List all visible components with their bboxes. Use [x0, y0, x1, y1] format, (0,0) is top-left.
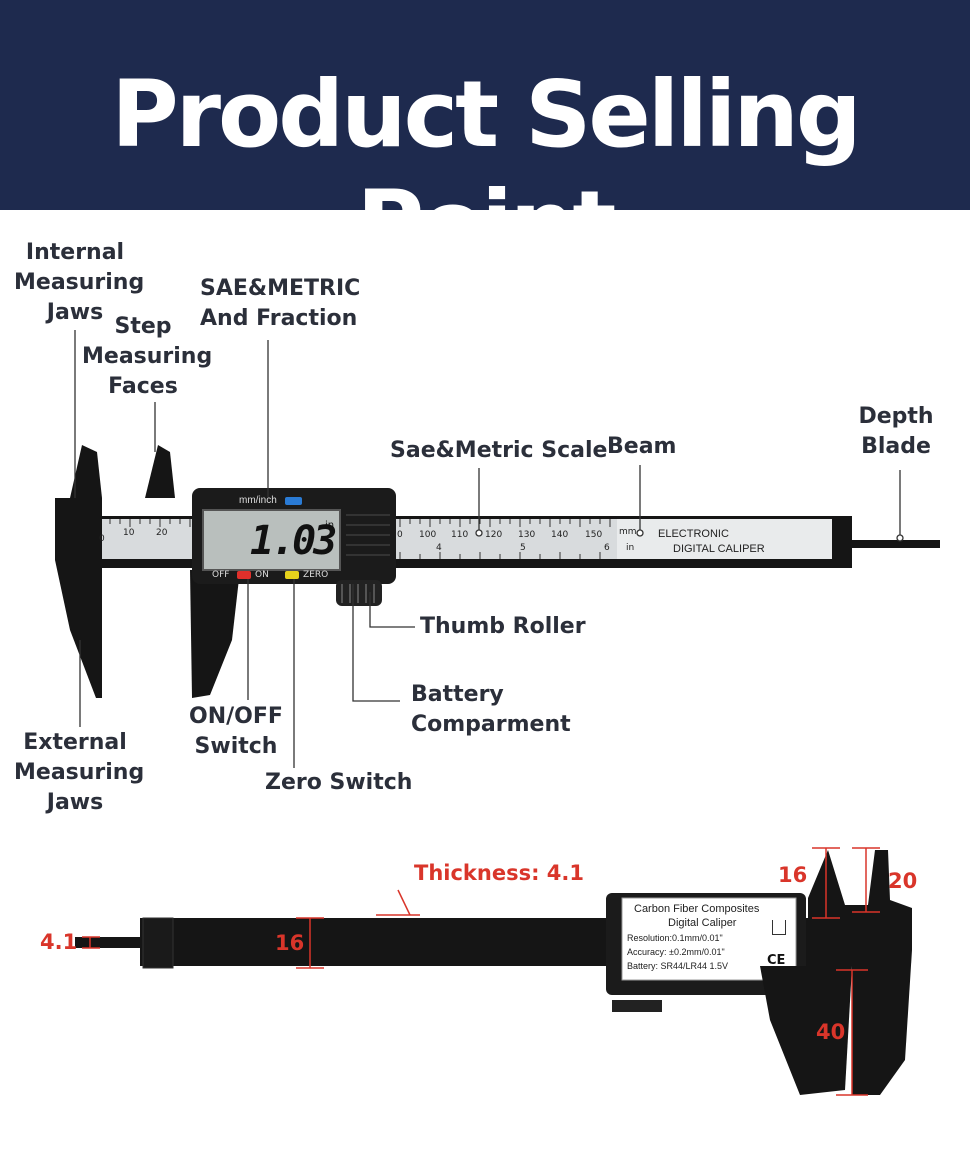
label-external-jaws: External Measuring Jaws [14, 730, 145, 815]
beam-label-plate [617, 519, 832, 559]
mm-label: mm [619, 527, 637, 537]
unit-button[interactable] [285, 497, 302, 505]
internal-jaw-lower-a [808, 850, 852, 925]
scale-number: 10 [123, 528, 135, 538]
label-battery: Battery Comparment [411, 682, 571, 737]
label-internal-jaws: Internal Measuring Jaws [14, 240, 145, 325]
unit-button-label: mm/inch [239, 495, 277, 506]
scale-number: 0 [397, 530, 403, 540]
spec-resolution: Resolution:0.1mm/0.01" [627, 933, 723, 943]
label-sae-metric-fraction: SAE&METRIC And Fraction [200, 276, 361, 331]
weee-icon [772, 920, 786, 935]
depth-blade [845, 540, 940, 548]
inch-mark: 5 [520, 543, 526, 553]
scale-number: 100 [419, 530, 437, 540]
on-label: ON [255, 570, 269, 580]
dimension-thickness: Thickness: 4.1 [414, 861, 584, 885]
dimension-jaw-top-left: 16 [778, 863, 808, 887]
thumb-roller-lower [612, 1000, 662, 1012]
grip-ridges [346, 514, 390, 556]
header-banner: Product Selling Point [0, 0, 970, 278]
internal-jaw-lower-b [852, 850, 912, 950]
scale-number: 20 [156, 528, 168, 538]
label-step-faces: Step Measuring Faces [82, 314, 213, 399]
spec-accuracy: Accuracy: ±0.2mm/0.01" [627, 947, 725, 957]
label-scale: Sae&Metric Scale [390, 438, 608, 463]
inch-mark: 4 [436, 543, 442, 553]
beam-text-2: DIGITAL CALIPER [673, 543, 765, 555]
in-label: in [626, 543, 635, 553]
off-label: OFF [212, 570, 230, 580]
page-title: Product Selling Point [111, 61, 862, 278]
pointer-lines [74, 330, 901, 768]
spec-title-1: Carbon Fiber Composites [634, 903, 760, 915]
internal-jaw-fixed [70, 445, 102, 498]
external-jaw-lower-sliding [760, 966, 852, 1095]
external-jaw-lower-fixed [852, 950, 912, 1095]
ce-mark: CE [767, 953, 786, 968]
label-zero-switch: Zero Switch [265, 770, 413, 795]
ruler-ticks-right [399, 519, 611, 559]
lcd-value: 1.03 [250, 518, 337, 564]
zero-label: ZERO [303, 570, 329, 580]
dimension-beam-width: 16 [275, 931, 305, 955]
dimension-lines [82, 847, 880, 1096]
spec-title-2: Digital Caliper [668, 917, 737, 929]
scale-number: 150 [585, 530, 603, 540]
scale-number: 130 [518, 530, 536, 540]
label-beam: Beam [607, 434, 677, 459]
dimension-jaw-top-right: 20 [888, 869, 918, 893]
label-depth-blade: Depth Blade [858, 404, 934, 459]
label-on-off: ON/OFF Switch [189, 704, 283, 759]
scale-number: 110 [451, 530, 469, 540]
dimension-jaw-bottom: 40 [816, 1020, 846, 1044]
scale-number: 120 [485, 530, 503, 540]
internal-jaw-sliding [145, 445, 175, 498]
label-thumb-roller: Thumb Roller [420, 614, 586, 639]
depth-blade-lower [75, 937, 155, 948]
zero-button[interactable] [285, 571, 299, 579]
lcd-unit: in [325, 520, 335, 531]
scale-strip-left [93, 519, 193, 559]
scale-number: 140 [551, 530, 569, 540]
dimension-blade: 4.1 [40, 930, 78, 954]
lcd-display [202, 509, 341, 571]
external-jaw-fixed [55, 498, 102, 698]
spec-battery: Battery: SR44/LR44 1.5V [627, 961, 729, 971]
scale-number: 0 [99, 534, 105, 544]
inch-mark: 6 [604, 543, 610, 553]
external-jaw-sliding [190, 570, 240, 698]
on-off-button[interactable] [237, 571, 251, 579]
beam-text-1: ELECTRONIC [658, 528, 729, 540]
